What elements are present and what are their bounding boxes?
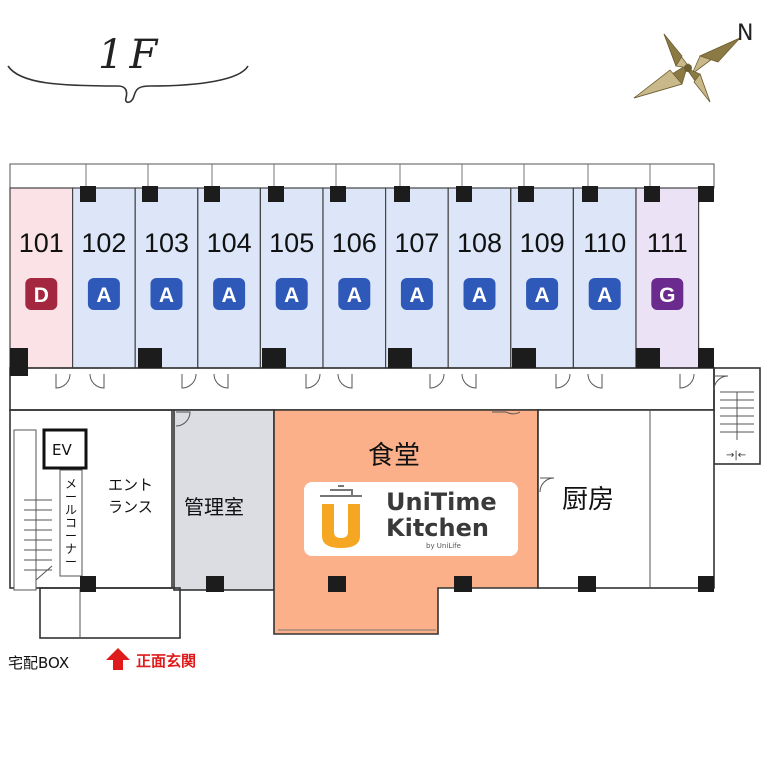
kitchen-room [537,409,715,589]
floor-title-underline [7,65,249,104]
room-type-label: A [347,284,362,307]
entrance-label-line2: ランス [108,498,153,516]
room-number: 108 [457,228,502,258]
room-type-label: A [284,284,299,307]
room-type-label: A [472,284,487,307]
balcony [9,163,715,189]
elevator [42,428,88,470]
stairs-east: →|← [713,367,761,465]
room-type-label: A [96,284,111,307]
front-entrance-arrow-icon [106,648,130,670]
room-type-badge [338,278,371,310]
room-type-badge [400,278,433,310]
mail-corner-char: ー [65,555,77,569]
room-number: 101 [19,228,64,258]
stairs-west [13,429,53,591]
room-number: 103 [144,228,189,258]
room-type-label: D [34,284,49,307]
brand-line1: UniTime [386,488,497,516]
guest-rooms: 101D102A103A104A105A106A107A108A109A110A… [9,187,700,369]
compass-rose-icon [633,33,741,103]
room-type-badge [25,278,58,310]
room-type-badge [87,278,120,310]
compass-north-label: N [737,21,753,46]
brand-by: by UniLife [426,542,461,550]
floor-title: 1F [98,32,163,78]
kitchen-label: 厨房 [562,485,614,515]
mail-corner-char: ー [65,490,77,504]
room-type-badge [213,278,246,310]
room-type-badge [463,278,496,310]
room-type-badge [150,278,183,310]
room-type-badge [588,278,621,310]
room-type-label: A [222,284,237,307]
mail-corner [59,469,83,577]
front-entrance-label: 正面玄関 [136,652,196,670]
balcony-dividers [85,164,651,188]
pot-icon [320,485,362,497]
management-room-label: 管理室 [184,495,244,519]
room-type-badge [526,278,559,310]
corridor [9,367,715,411]
unitime-kitchen-logo: UniTime Kitchen by UniLife [304,482,518,556]
management-room [173,409,275,591]
room-type-label: A [535,284,550,307]
room-number: 107 [394,228,439,258]
room-type-label: A [409,284,424,307]
room-number: 105 [269,228,314,258]
mail-corner-char: ー [65,529,77,543]
svg-text:→|←: →|← [726,450,746,461]
room-number: 106 [332,228,377,258]
elevator-label: EV [52,441,72,459]
room-number: 102 [81,228,126,258]
room-type-label: A [597,284,612,307]
dining-hall-label: 食堂 [368,441,420,471]
delivery-box-label: 宅配BOX [8,654,69,672]
brand-line2: Kitchen [386,514,489,542]
entrance-label-line1: エント [108,476,153,494]
structural-columns [10,186,714,592]
room-type-badge [651,278,684,310]
mail-corner-char: ル [65,503,77,517]
room-number: 111 [647,228,688,258]
room-type-label: A [159,284,174,307]
entrance-vestibule [39,587,181,639]
room-number: 109 [520,228,565,258]
mail-corner-char: ナ [65,542,77,556]
room-type-label: G [659,284,675,307]
room-number: 110 [583,228,626,258]
room-number: 104 [207,228,252,258]
doors [55,373,729,493]
mail-corner-char: コ [65,516,77,530]
mail-corner-char: メ [65,477,77,491]
room-type-badge [275,278,308,310]
